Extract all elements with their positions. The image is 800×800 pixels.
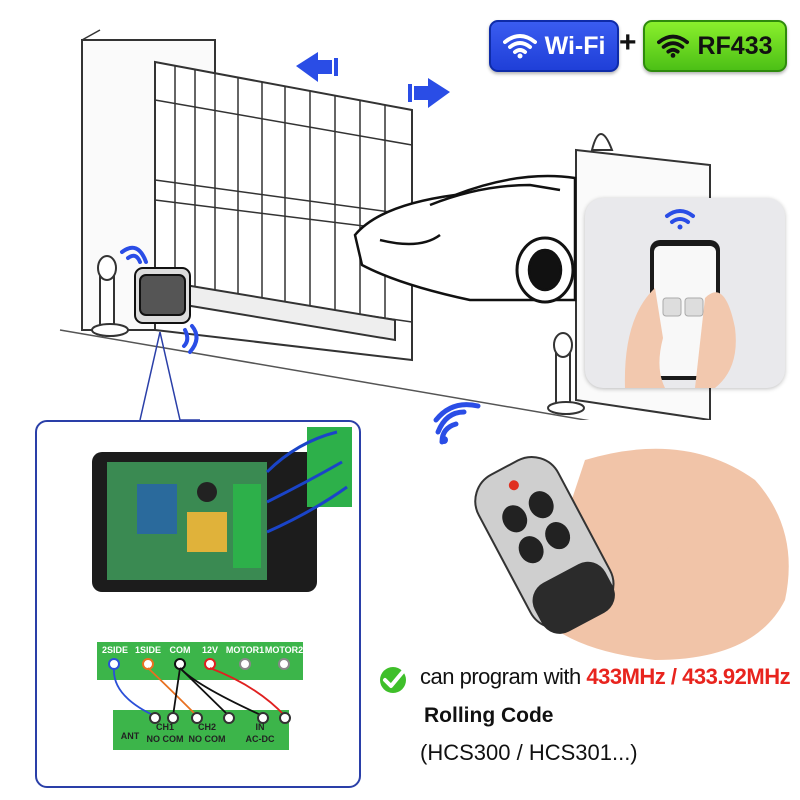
gate-motor — [134, 267, 191, 324]
remote-in-hand-illustration — [474, 448, 789, 660]
terminal-label-2side: 2SIDE — [101, 645, 128, 655]
rolling-code-text: Rolling Code — [424, 704, 554, 727]
arrow-right-icon — [408, 78, 450, 108]
photocell-left — [91, 255, 129, 337]
remote-button — [528, 491, 554, 519]
photocell-right — [547, 332, 585, 415]
phone-app-panel — [585, 198, 785, 388]
terminal-label-12v: 12V — [201, 645, 218, 655]
sliding-gate — [154, 60, 413, 362]
remote-button — [518, 536, 544, 564]
terminal-label-1side: 1SIDE — [134, 645, 161, 655]
phone-hand-illustration — [624, 209, 736, 388]
plus-sign: + — [619, 26, 637, 59]
terminal-label-com: COM — [169, 645, 191, 655]
arrow-left-icon — [296, 52, 338, 82]
rf433-label: RF433 — [697, 31, 773, 60]
terminal-label-motor1: MOTOR1 — [225, 645, 265, 655]
warning-lamp — [590, 133, 614, 151]
car-illustration — [353, 174, 577, 304]
terminal-label-ch2-pins: NO COM — [188, 734, 226, 744]
wifi-label: Wi-Fi — [544, 31, 606, 60]
terminal-top-strip — [97, 642, 303, 680]
wiring-diagram — [108, 658, 291, 724]
program-prefix: can program with — [420, 664, 587, 689]
frequency-highlight: 433MHz / 433.92MHz — [586, 664, 791, 689]
rf433-badge: RF433 — [643, 20, 787, 72]
wifi-badge: Wi-Fi — [489, 20, 619, 72]
terminal-label-ch1: CH1 — [155, 722, 174, 732]
program-frequency-text: can program with 433MHz / 433.92MHz — [420, 664, 791, 690]
terminal-label-ch2: CH2 — [197, 722, 216, 732]
check-icon — [378, 664, 412, 699]
remote-button — [502, 505, 528, 533]
terminal-label-motor2: MOTOR2 — [264, 645, 304, 655]
wifi-icon — [502, 34, 537, 59]
terminal-label-ant: ANT — [120, 731, 140, 741]
remote-control — [474, 456, 615, 634]
terminal-label-in: IN — [255, 722, 265, 732]
wifi-icon — [657, 34, 690, 58]
terminal-label-ch1-pins: NO COM — [146, 734, 184, 744]
terminal-label-ac-dc: AC-DC — [245, 734, 275, 744]
remote-button — [545, 522, 571, 550]
chip-models-text: (HCS300 / HCS301...) — [420, 740, 638, 765]
receiver-board-illustration — [92, 427, 352, 592]
signal-wave-icon — [432, 400, 492, 455]
wifi-icon — [665, 209, 695, 230]
signal-wave-icon — [120, 245, 199, 354]
controller-callout-box: 2SIDE 1SIDE COM 12V MOTOR1 MOTOR2 ANT CH… — [35, 420, 361, 788]
